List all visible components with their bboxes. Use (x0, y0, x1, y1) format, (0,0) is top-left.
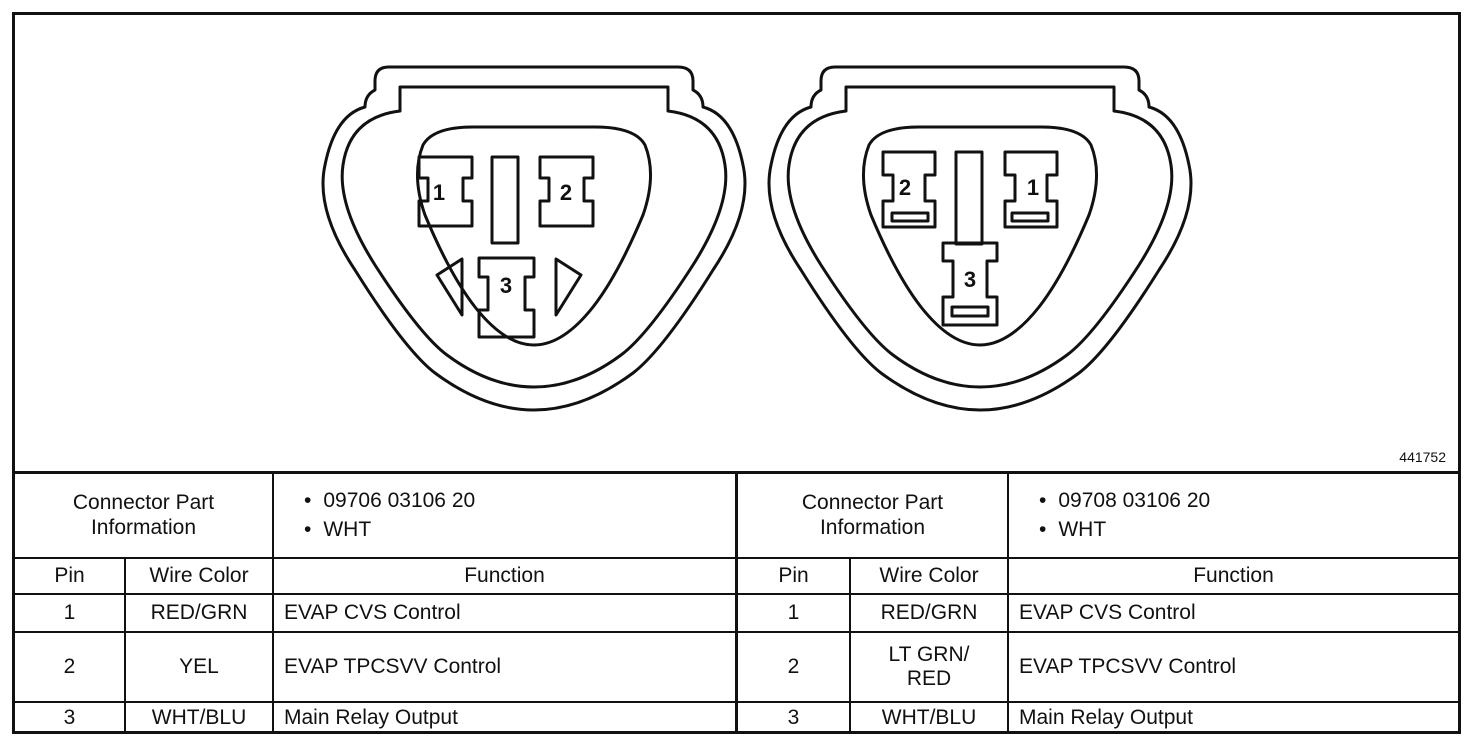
diagram-frame: 1 2 3 2 1 3 441752 Connector Part Inform… (12, 12, 1461, 734)
connector-drawing: 1 2 3 2 1 3 (321, 65, 1193, 412)
right-connector-face (861, 125, 1099, 347)
right-connector-inner-shell (786, 85, 1174, 389)
function-cell: EVAP TPCSVV Control (1007, 631, 1458, 703)
left-connector-inner-shell (340, 85, 728, 389)
right-pin-2-label: 2 (899, 175, 911, 200)
table-header-row: Pin Wire Color Function (738, 557, 1458, 595)
table-row: 1 RED/GRN EVAP CVS Control (738, 593, 1458, 633)
left-pin-1-label: 1 (433, 180, 445, 205)
table-row: 2 LT GRN/ RED EVAP TPCSVV Control (738, 631, 1458, 703)
wire-color-cell: YEL (124, 631, 274, 703)
left-wedge-left (435, 257, 464, 317)
part-number: 09706 03106 20 (304, 489, 725, 513)
left-connector-table: Connector Part Information 09706 03106 2… (15, 474, 738, 734)
connector-color: WHT (304, 518, 725, 542)
left-connector-face (415, 125, 653, 347)
right-pin-1-terminal (1010, 211, 1050, 223)
wire-color-header: Wire Color (849, 557, 1009, 595)
connector-color: WHT (1039, 518, 1448, 542)
pin-cell: 3 (15, 701, 126, 734)
wire-color-header: Wire Color (124, 557, 274, 595)
left-pin-3-label: 3 (500, 273, 512, 298)
wire-color-cell: RED/GRN (849, 593, 1009, 633)
wire-color-cell: WHT/BLU (849, 701, 1009, 734)
right-pin-3-label: 3 (964, 267, 976, 292)
right-pin-2-terminal (890, 211, 930, 223)
right-pin-3-terminal (950, 305, 990, 318)
table-row: 2 YEL EVAP TPCSVV Control (15, 631, 738, 703)
table-row: 3 WHT/BLU Main Relay Output (15, 701, 738, 734)
wire-color-cell: RED/GRN (124, 593, 274, 633)
function-cell: Main Relay Output (1007, 701, 1458, 734)
left-center-key (490, 155, 520, 245)
connector-part-info-values: 09706 03106 20 WHT (272, 474, 738, 559)
right-pin-3-cavity (941, 241, 999, 327)
function-cell: EVAP CVS Control (272, 593, 738, 633)
connector-part-info-values: 09708 03106 20 WHT (1007, 474, 1458, 559)
pin-header: Pin (15, 557, 126, 595)
right-connector-outer-shell (767, 65, 1193, 412)
table-header-row: Pin Wire Color Function (15, 557, 738, 595)
left-pin-2-cavity (538, 155, 595, 228)
right-pin-2-cavity (881, 150, 937, 229)
function-cell: Main Relay Output (272, 701, 738, 734)
left-connector (321, 65, 747, 412)
connector-part-info-label: Connector Part Information (738, 474, 1009, 559)
left-pin-3-cavity (477, 256, 536, 339)
left-connector-outer-shell (321, 65, 747, 412)
right-pin-1-cavity (1003, 150, 1059, 229)
table-row: 1 RED/GRN EVAP CVS Control (15, 593, 738, 633)
left-pin-2-label: 2 (560, 180, 572, 205)
pin-cell: 1 (15, 593, 126, 633)
figure-id: 441752 (1399, 449, 1446, 465)
function-header: Function (272, 557, 738, 595)
left-pin-1-cavity (417, 155, 474, 228)
table-row: 3 WHT/BLU Main Relay Output (738, 701, 1458, 734)
wire-color-cell: LT GRN/ RED (849, 631, 1009, 703)
right-pin-1-label: 1 (1027, 175, 1039, 200)
part-number: 09708 03106 20 (1039, 489, 1448, 513)
pin-cell: 2 (738, 631, 851, 703)
function-header: Function (1007, 557, 1458, 595)
function-cell: EVAP TPCSVV Control (272, 631, 738, 703)
pin-cell: 3 (738, 701, 851, 734)
right-center-key (954, 150, 984, 246)
connector-part-info-label: Connector Part Information (15, 474, 274, 559)
wire-color-cell: WHT/BLU (124, 701, 274, 734)
right-connector-table: Connector Part Information 09708 03106 2… (738, 474, 1458, 734)
right-connector (767, 65, 1193, 412)
connector-tables: Connector Part Information 09706 03106 2… (15, 471, 1458, 734)
pin-cell: 2 (15, 631, 126, 703)
pin-cell: 1 (738, 593, 851, 633)
left-wedge-right (554, 257, 583, 317)
connector-figure: 1 2 3 2 1 3 441752 (15, 15, 1458, 471)
pin-header: Pin (738, 557, 851, 595)
function-cell: EVAP CVS Control (1007, 593, 1458, 633)
